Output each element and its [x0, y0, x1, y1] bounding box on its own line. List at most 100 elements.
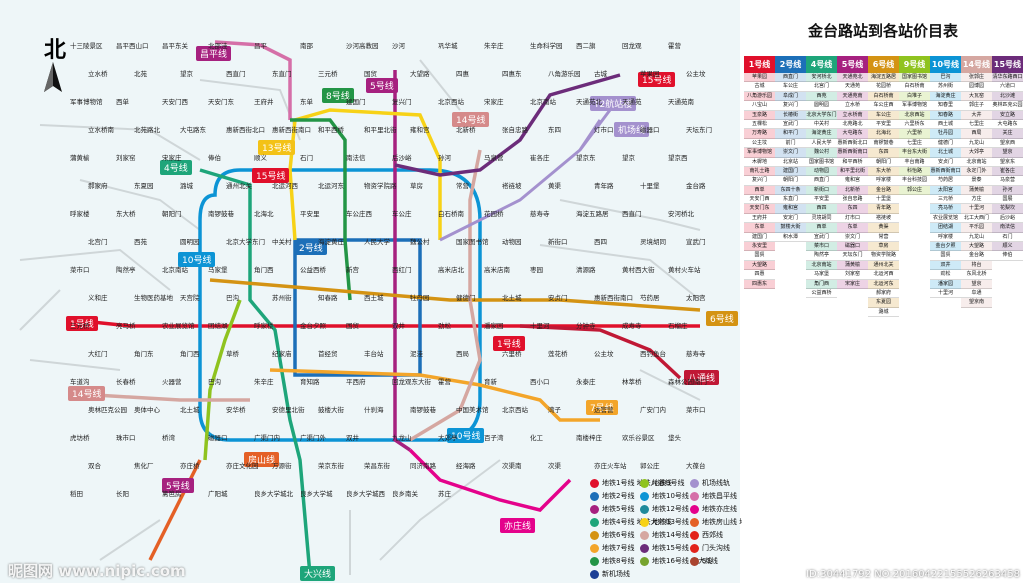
station-label: 清源路: [576, 266, 596, 274]
station-label: 昌平西山口: [116, 42, 149, 50]
fare-row: 金台路: [868, 185, 899, 196]
fare-row: 四惠: [744, 270, 775, 280]
line-fangshan: [148, 459, 202, 561]
station-label: 黄村西大街: [622, 266, 655, 274]
station-label: 化工: [530, 434, 543, 442]
watermark-right: ID:30441792 NO:20160422155526263458: [806, 569, 1020, 580]
legend-swatch: [690, 530, 699, 540]
station-label: 北京南站: [530, 98, 556, 106]
fare-column-header: 6号线: [868, 56, 899, 73]
station-label: 北海北: [254, 210, 274, 218]
station-label: 良乡南关: [392, 490, 418, 498]
fare-row: 东四: [837, 204, 868, 214]
station-label: 角门西: [254, 266, 274, 274]
fare-row: 崔各庄: [992, 166, 1023, 177]
legend-swatch: [590, 491, 599, 501]
station-label: 天宫院: [180, 294, 200, 302]
fare-row: 国家图书馆: [899, 73, 930, 83]
legend-swatch: [590, 543, 599, 553]
fare-row: 海淀五路居: [868, 73, 899, 83]
station-label: 顺义: [254, 154, 267, 162]
station-label: 成寿寺: [622, 322, 642, 330]
station-label: 宣武门: [686, 238, 706, 246]
fare-row: 新街口: [806, 185, 837, 196]
fare-row: 东单: [744, 223, 775, 233]
legend-label: S1线: [702, 557, 718, 565]
fare-row: 复兴门: [775, 101, 806, 111]
station-label: 通州北关: [226, 182, 252, 190]
station-label: 火器营: [162, 378, 182, 386]
legend-swatch: [590, 517, 599, 527]
station-label: 知春路: [318, 294, 338, 302]
fare-row: 公益西桥: [806, 288, 837, 299]
north-label: 北: [44, 38, 67, 63]
line-7: [269, 368, 600, 422]
fare-row: 刘家窑: [837, 270, 868, 280]
station-label: 南楼梓庄: [576, 434, 602, 442]
station-label: 菜市口: [70, 266, 90, 274]
station-label: 磁器口: [640, 126, 660, 134]
station-label: 十里河: [530, 322, 550, 330]
station-label: 回龙观东大街: [392, 378, 431, 386]
station-label: 北宫门: [88, 238, 108, 246]
station-label: 望京东: [576, 154, 596, 162]
fare-row: 知春里: [930, 101, 961, 111]
legend-item: 新机场线: [590, 569, 630, 579]
legend-item: 地铁4号线 地铁大兴线: [590, 517, 672, 527]
fare-row: 南礼士路: [744, 166, 775, 177]
station-label: 亮马桥: [116, 322, 136, 330]
station-label: 生命科学园: [530, 42, 563, 50]
fare-row: 孙河: [992, 185, 1023, 196]
station-label: 良乡大学城: [300, 490, 333, 498]
legend-item: 机场线轨: [690, 478, 730, 488]
legend-item: 地铁7号线: [590, 543, 634, 553]
station-label: 安贞门: [548, 294, 568, 302]
fare-row: 褡裢坡: [868, 213, 899, 224]
fare-row: 十里河: [961, 204, 992, 214]
line-badge: 15号线: [252, 168, 290, 183]
station-label: 立水桥: [88, 70, 108, 78]
fare-row: 常营: [868, 232, 899, 243]
fare-row: 农业展览馆: [930, 213, 961, 224]
station-label: 角门西: [180, 350, 200, 358]
station-label: 海淀黄庄: [318, 238, 344, 246]
station-label: 四惠: [456, 70, 469, 78]
fare-row: 九龙山: [961, 232, 992, 243]
station-label: 常营: [456, 182, 469, 190]
fare-row: 东直门: [775, 195, 806, 205]
station-label: 亦庄文化园: [226, 462, 259, 470]
fare-row: 大屯路东: [837, 129, 868, 139]
station-label: 南锣鼓巷: [208, 210, 234, 218]
station-label: 南法信: [346, 154, 366, 162]
legend-swatch: [640, 517, 649, 527]
legend-item: 地铁16号线 南大线: [640, 556, 712, 566]
line-badge: 10号线: [447, 428, 485, 443]
station-label: 建国门: [346, 98, 366, 106]
fare-row: 七里庄: [961, 119, 992, 130]
station-label: 平安里: [300, 210, 320, 218]
station-label: 沙河高教园: [346, 42, 379, 50]
fare-row: 人民大学: [806, 138, 837, 149]
station-label: 巩华城: [438, 42, 458, 50]
legend-label: 地铁1号线 地铁八通线: [602, 479, 672, 487]
fare-row: 安立路: [992, 110, 1023, 120]
fare-row: 青年路: [868, 204, 899, 214]
fare-row: 郭公庄: [899, 185, 930, 196]
legend-item: 地铁15号线: [640, 543, 689, 553]
station-label: 青年路: [594, 182, 614, 190]
station-label: 西单: [116, 98, 129, 106]
station-label: 高米店北: [438, 266, 464, 274]
legend-label: 地铁5号线: [602, 505, 635, 513]
legend-label: 地铁15号线: [652, 544, 689, 552]
station-label: 北京西站: [438, 98, 464, 106]
fare-row: 团结湖: [930, 223, 961, 233]
fare-row: 呼家楼: [868, 176, 899, 186]
fare-row: 马家堡: [806, 270, 837, 280]
fare-row: 天安门东: [744, 204, 775, 214]
fare-row: 北京站: [775, 157, 806, 167]
fare-row: 长椿街: [775, 110, 806, 120]
station-label: 公主坟: [594, 350, 614, 358]
station-label: 莲花桥: [548, 350, 568, 358]
fare-row: 白石桥南: [868, 91, 899, 102]
station-label: 金台夕照: [300, 322, 326, 330]
